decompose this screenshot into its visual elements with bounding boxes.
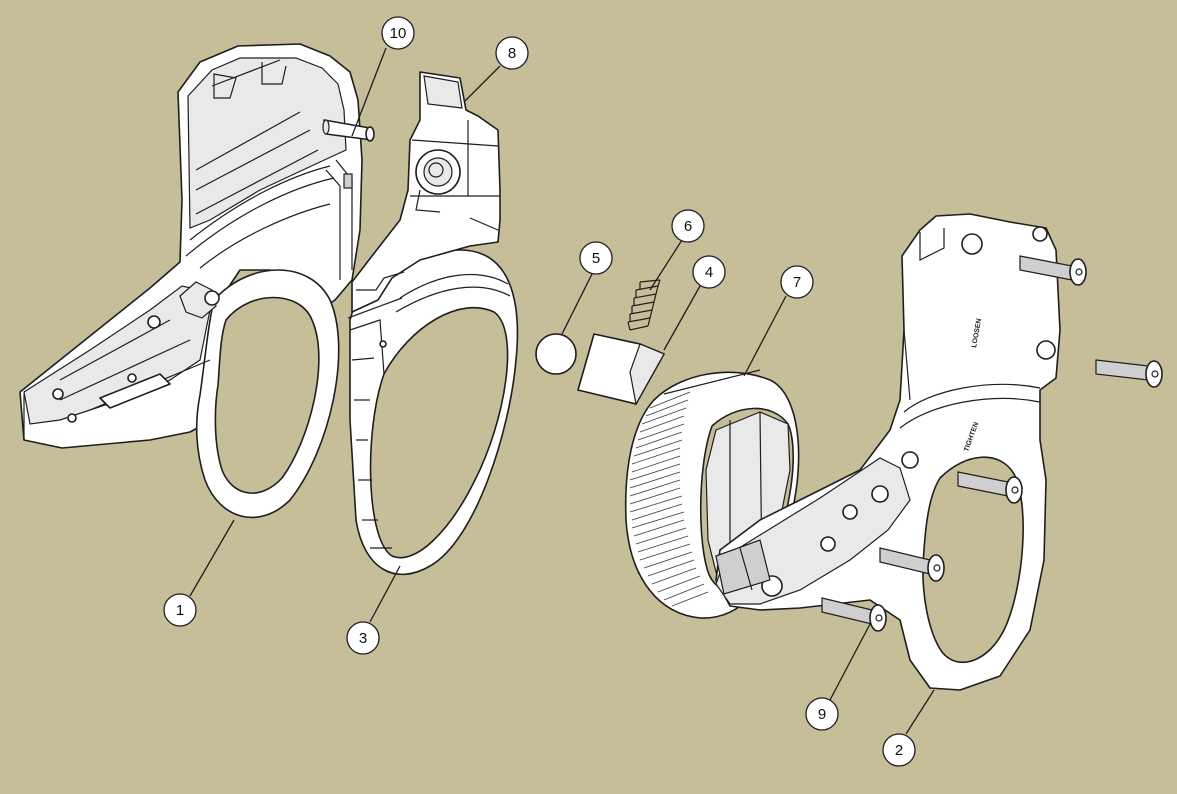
balloon-3: 3	[346, 621, 380, 655]
part-10-pin	[322, 119, 375, 142]
balloon-5: 5	[579, 241, 613, 275]
balloon-1-label: 1	[176, 602, 184, 619]
part-5-ball	[535, 333, 577, 375]
balloon-1: 1	[163, 593, 197, 627]
balloon-3-label: 3	[359, 630, 367, 647]
balloon-8: 8	[495, 36, 529, 70]
part-6-spring	[627, 279, 661, 331]
balloon-9: 9	[805, 697, 839, 731]
part-4-wedge-block	[577, 333, 665, 406]
part-3-clamp-ring	[347, 249, 519, 576]
part-2-right-housing: LOOSEN TIGHTEN	[715, 213, 1061, 691]
screw-1	[1019, 255, 1087, 286]
screw-4	[879, 547, 945, 582]
balloon-5-label: 5	[592, 250, 600, 267]
balloon-4: 4	[692, 255, 726, 289]
leader-lines	[189, 47, 935, 735]
balloon-6-label: 6	[684, 218, 692, 235]
part-1-left-housing	[19, 43, 363, 519]
balloon-6: 6	[671, 209, 705, 243]
balloon-7: 7	[780, 265, 814, 299]
part-9-screws	[821, 255, 1163, 632]
part-8-latch	[351, 71, 501, 313]
balloon-4-label: 4	[705, 264, 713, 281]
balloon-8-label: 8	[508, 45, 516, 62]
screw-2	[1095, 359, 1163, 388]
balloon-9-label: 9	[818, 706, 826, 723]
balloon-10: 10	[381, 16, 415, 50]
balloon-10-label: 10	[390, 25, 407, 42]
balloon-2-label: 2	[895, 742, 903, 759]
balloon-2: 2	[882, 733, 916, 767]
screw-3	[957, 471, 1023, 504]
balloon-7-label: 7	[793, 274, 801, 291]
screw-5	[821, 597, 887, 632]
